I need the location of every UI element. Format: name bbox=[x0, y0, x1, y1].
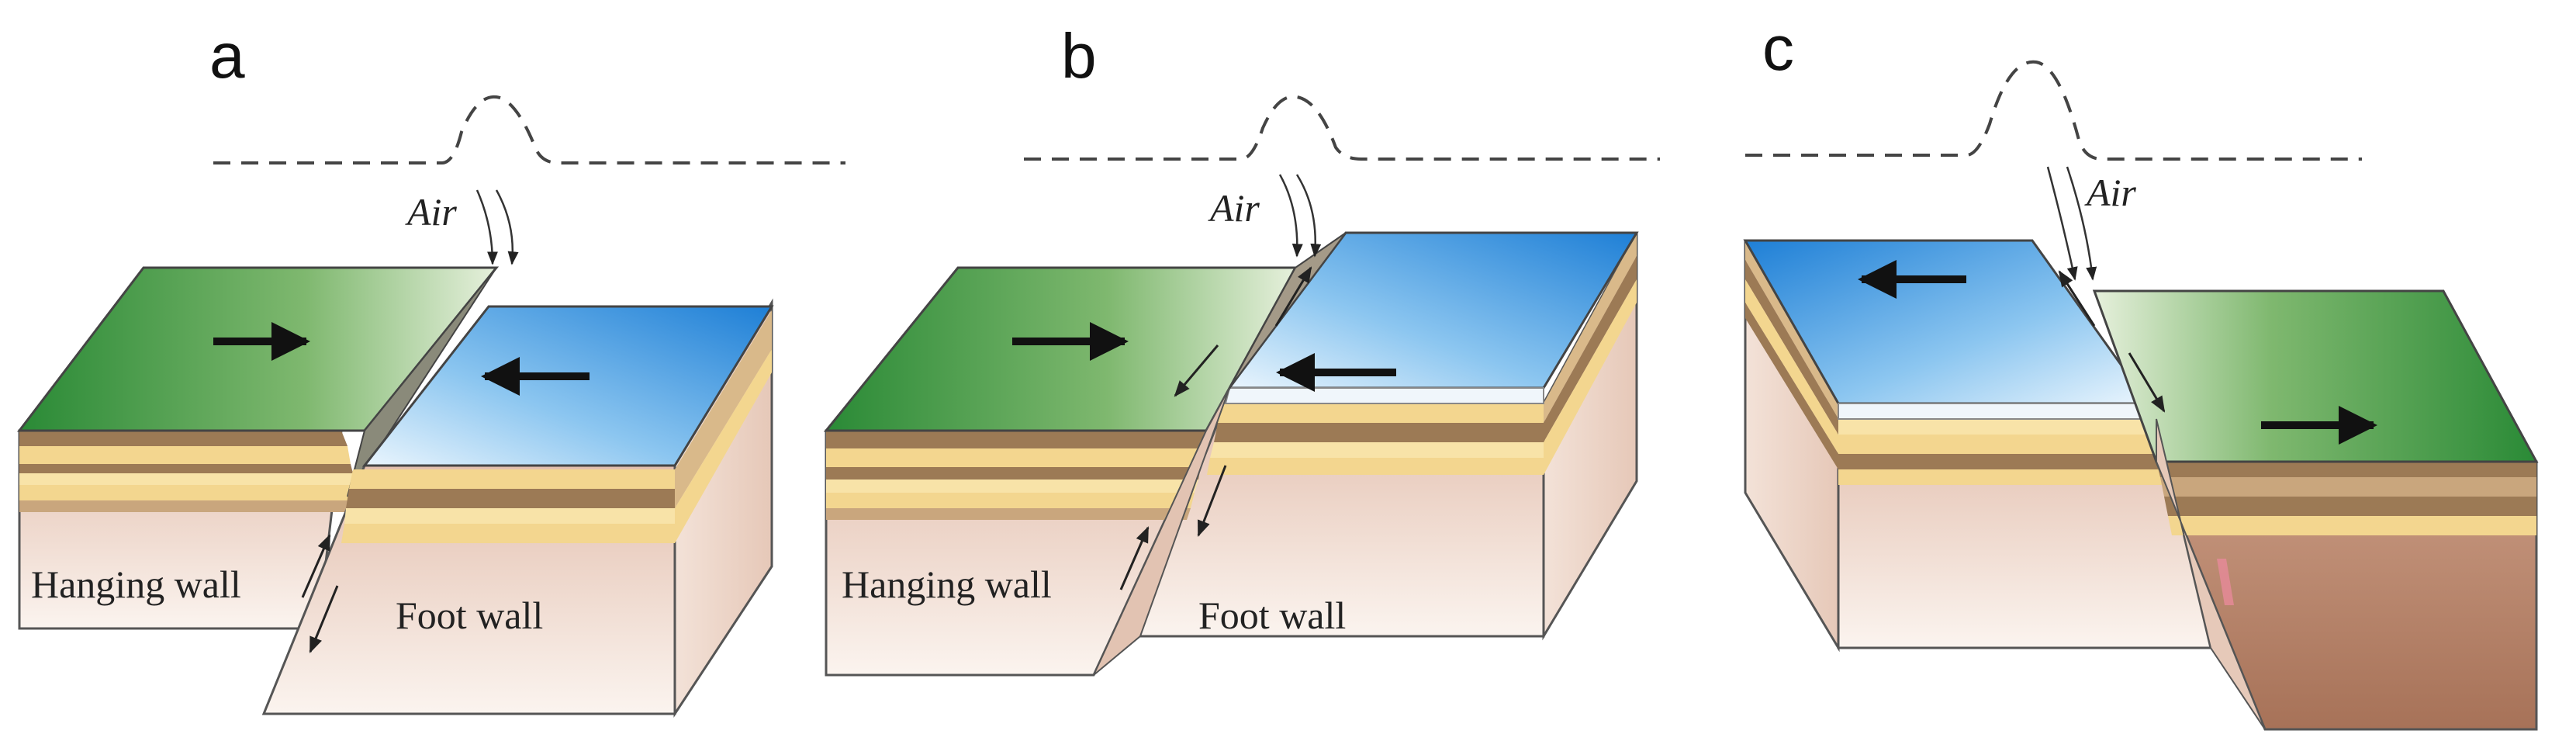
air-arrow-2-a bbox=[495, 189, 519, 265]
hanging-wall-label-a: Hanging wall bbox=[31, 563, 241, 606]
panel-a: a Air bbox=[16, 21, 845, 718]
foot-wall-label-a: Foot wall bbox=[396, 594, 543, 637]
slip-arrow-down-c bbox=[2128, 352, 2166, 413]
slip-arrow-up-c bbox=[2058, 270, 2096, 327]
air-arrow-1-b bbox=[1278, 174, 1303, 258]
panel-c: c Air bbox=[1743, 13, 2539, 731]
wave-line-a bbox=[213, 95, 845, 164]
hanging-wall-block-a bbox=[16, 266, 500, 630]
air-arrow-1-c bbox=[2046, 166, 2078, 281]
upthrown-block-c bbox=[1743, 239, 2212, 653]
foot-wall-block-a bbox=[261, 298, 774, 718]
air-arrow-2-b bbox=[1295, 174, 1322, 258]
slip-arrow-down-b bbox=[1174, 344, 1219, 397]
air-label-b: Air bbox=[1208, 186, 1260, 230]
air-arrow-1-a bbox=[475, 189, 498, 265]
slip-arrow-up-a bbox=[301, 534, 331, 598]
slip-arrow-up-lower-b bbox=[1119, 526, 1150, 590]
slip-arrow-down-lower-b bbox=[1197, 465, 1227, 537]
downthrown-block-c bbox=[2092, 289, 2539, 731]
slip-arrow-down-a bbox=[309, 585, 339, 653]
wave-line-c bbox=[1745, 60, 2362, 161]
panel-letter-b: b bbox=[1061, 21, 1097, 92]
wave-line-b bbox=[1024, 95, 1660, 161]
air-label-c: Air bbox=[2084, 171, 2136, 214]
panel-letter-c: c bbox=[1762, 13, 1794, 84]
panel-letter-a: a bbox=[209, 21, 245, 92]
air-arrow-2-c bbox=[2066, 166, 2097, 281]
panel-b: b Ai bbox=[823, 21, 1660, 677]
air-label-a: Air bbox=[405, 190, 457, 234]
foot-wall-label-b: Foot wall bbox=[1198, 594, 1346, 637]
slip-arrow-up-b bbox=[1274, 266, 1312, 327]
hanging-wall-label-b: Hanging wall bbox=[842, 563, 1052, 606]
